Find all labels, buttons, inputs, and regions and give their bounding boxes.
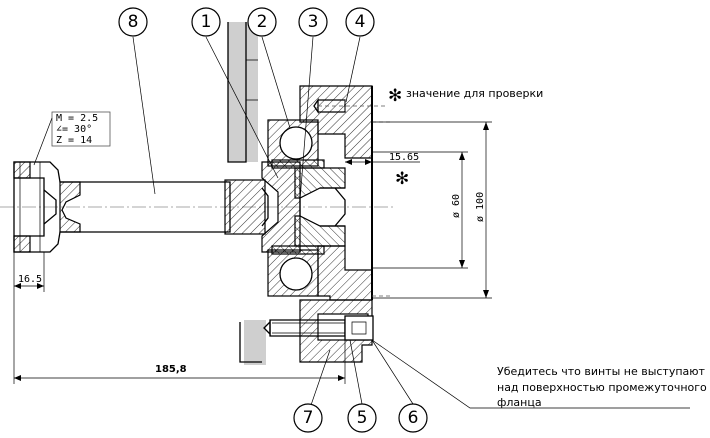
bearing-upper xyxy=(267,119,319,167)
check-note-text: значение для проверки xyxy=(406,87,543,100)
hidden-hole-upper xyxy=(318,100,385,112)
hub-part-1 xyxy=(261,161,346,253)
dim-15-65: 15.65 ✻ xyxy=(345,152,420,189)
leader-lines xyxy=(132,36,690,409)
balloon-6-label: 6 xyxy=(408,408,419,428)
warning-line-1: Убедитесь что винты не выступают xyxy=(497,365,706,378)
warning-line-3: фланца xyxy=(497,396,542,409)
balloon-8-label: 8 xyxy=(128,12,139,32)
dim-15-65-label: 15.65 xyxy=(389,152,419,163)
balloon-4-label: 4 xyxy=(355,12,366,32)
bearing-lower xyxy=(267,249,319,297)
screw-warning-note: Убедитесь что винты не выступают над пов… xyxy=(497,365,707,409)
dim-diameter-60: ø 60 xyxy=(372,151,468,269)
balloon-3-label: 3 xyxy=(308,12,319,32)
balloon-3: 3 xyxy=(298,7,328,37)
check-mark-star: ✻ xyxy=(395,169,409,189)
balloon-1: 1 xyxy=(191,7,221,37)
balloon-7-label: 7 xyxy=(303,408,314,428)
dim-diameter-100-label: ø 100 xyxy=(475,192,486,222)
balloon-5: 5 xyxy=(347,403,377,433)
dim-16-5-label: 16.5 xyxy=(18,274,42,285)
dim-185-8: 185,8 xyxy=(13,292,346,384)
gear-teeth: Z = 14 xyxy=(56,135,92,146)
gear-spec-box: M = 2.5 ∠= 30° Z = 14 xyxy=(33,111,111,166)
dim-diameter-60-label: ø 60 xyxy=(451,194,462,218)
balloon-5-label: 5 xyxy=(357,408,368,428)
check-value-note: ✻ значение для проверки xyxy=(388,86,543,106)
dim-16-5: 16.5 xyxy=(13,252,45,292)
dim-185-8-label: 185,8 xyxy=(155,364,187,375)
balloon-7: 7 xyxy=(293,403,323,433)
gear-module: M = 2.5 xyxy=(56,113,98,124)
gear-angle: ∠= 30° xyxy=(56,124,92,135)
balloon-6: 6 xyxy=(398,403,428,433)
flange-part-4 xyxy=(299,85,373,301)
housing-background xyxy=(227,22,266,365)
check-note-star: ✻ xyxy=(388,86,402,106)
screw-part-6 xyxy=(263,315,374,341)
shaft-part-8 xyxy=(13,161,266,253)
warning-line-2: над поверхностью промежуточного xyxy=(497,381,707,394)
dim-diameter-100: ø 100 xyxy=(372,121,492,299)
balloon-4: 4 xyxy=(345,7,375,37)
hidden-edges xyxy=(372,121,390,297)
balloon-8: 8 xyxy=(118,7,148,37)
balloon-2-label: 2 xyxy=(257,12,268,32)
balloon-2: 2 xyxy=(247,7,277,37)
balloon-1-label: 1 xyxy=(201,12,212,32)
